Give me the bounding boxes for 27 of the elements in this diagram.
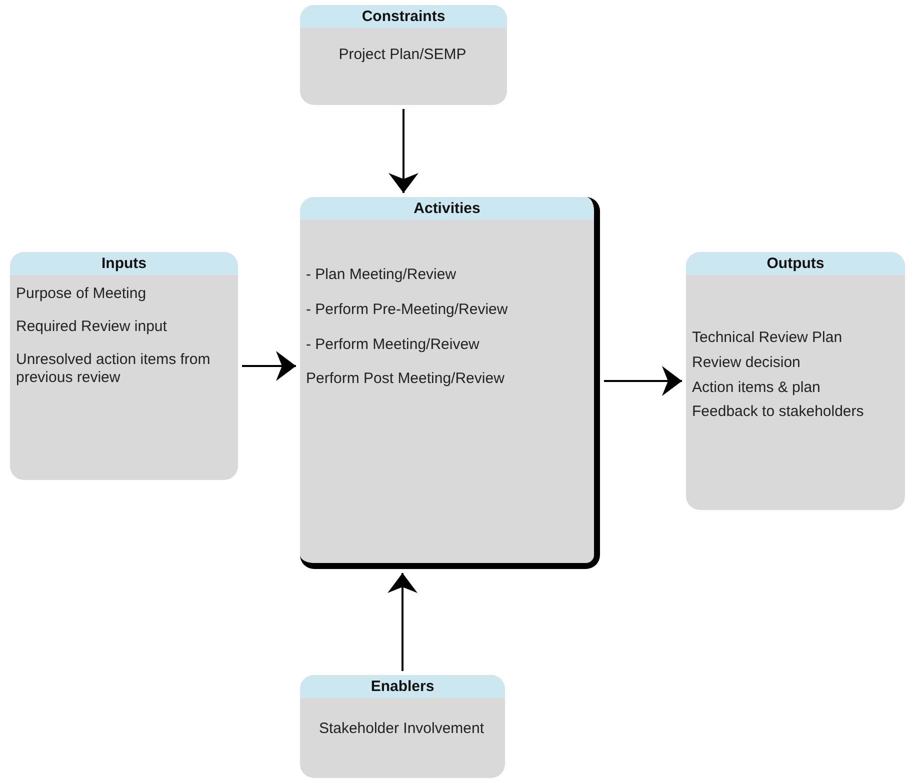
process-box — [300, 675, 505, 778]
arrow — [604, 366, 682, 396]
process-box — [300, 197, 600, 569]
arrow — [388, 573, 418, 671]
process-box — [686, 252, 905, 510]
box-text: Technical Review Plan — [692, 329, 844, 348]
box-text: - Perform Meeting/Reivew — [306, 336, 480, 354]
box-text: Unresolved action items from previous review — [16, 350, 212, 388]
box-text: - Perform Pre-Meeting/Review — [306, 300, 509, 320]
box-heading: Outputs — [686, 252, 905, 275]
box-text: Perform Post Meeting/Review — [306, 370, 506, 389]
box-heading: Inputs — [10, 252, 238, 275]
arrow — [242, 351, 296, 381]
box-text: Purpose of Meeting — [16, 285, 148, 304]
arrow — [388, 109, 418, 193]
box-text: Action items & plan — [692, 378, 822, 398]
box-text: Review decision — [692, 354, 802, 372]
box-heading: Enablers — [300, 675, 505, 698]
box-text: Feedback to stakeholders — [692, 403, 865, 422]
box-heading: Constraints — [300, 5, 507, 28]
process-box — [10, 252, 238, 480]
box-text: Project Plan/SEMP — [338, 46, 468, 65]
box-heading: Activities — [300, 197, 594, 220]
box-text: Required Review input — [16, 318, 168, 336]
box-text: Stakeholder Involvement — [318, 720, 486, 739]
box-text: - Plan Meeting/Review — [306, 266, 458, 285]
process-box — [300, 5, 507, 105]
